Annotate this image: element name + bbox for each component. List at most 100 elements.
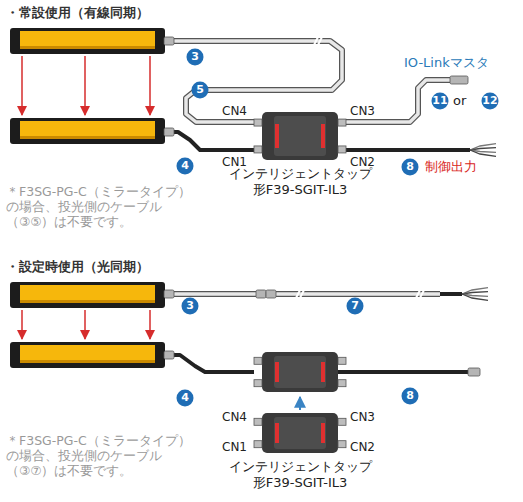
light-curtain	[10, 342, 165, 368]
light-curtain	[10, 282, 165, 308]
cable-core	[338, 80, 450, 122]
tap-panel	[274, 417, 326, 449]
beam-arrow	[21, 310, 23, 339]
connector-plug	[164, 37, 174, 45]
cable	[440, 292, 462, 296]
tap-drawing	[262, 413, 338, 453]
cable	[166, 132, 254, 150]
break-mark	[419, 288, 425, 300]
tap-socket	[254, 418, 262, 425]
cable	[168, 291, 258, 297]
cable-core	[268, 292, 440, 296]
tap-indicator	[321, 423, 325, 443]
beam-arrow	[149, 310, 151, 339]
curtain-stripe	[20, 46, 155, 49]
tap-body	[262, 352, 338, 392]
callout-number: 11	[431, 92, 449, 110]
tap-socket	[338, 380, 346, 387]
cable	[168, 41, 342, 122]
connector-name: CN4	[222, 410, 247, 424]
callout-number: 7	[346, 297, 364, 315]
wire	[462, 294, 488, 300]
curtain-body	[20, 285, 155, 302]
curtain-frame	[10, 28, 165, 54]
connector-plug	[256, 290, 266, 298]
callout-disc	[187, 49, 204, 66]
intelligent-tap	[254, 352, 346, 392]
callout-number: 4	[176, 157, 194, 175]
callout-number: 11	[431, 92, 449, 110]
tap-drawing	[262, 112, 338, 160]
tap-socket	[254, 441, 262, 448]
cable	[338, 148, 470, 152]
curtain-stripe	[20, 136, 155, 139]
callout-number: 5	[191, 81, 209, 99]
curtain-stripe	[20, 300, 155, 303]
callout-disc	[402, 388, 419, 405]
attach-arrow	[299, 397, 301, 410]
beam-arrow	[21, 56, 23, 115]
tap-socket	[254, 357, 262, 364]
callout-disc	[182, 298, 199, 315]
connector-name: CN3	[350, 104, 375, 118]
tap-socket	[254, 146, 262, 153]
tap-panel	[274, 356, 326, 388]
note: ＊F3SG-PG-C（ミラータイプ）の場合、投光側のケーブル（③⑦）は不要です。	[6, 433, 198, 478]
callout-number: 8	[401, 158, 419, 176]
tap-body	[262, 413, 338, 453]
tap-socket	[338, 441, 346, 448]
curtain-body	[20, 345, 155, 362]
tap-indicator	[275, 362, 279, 382]
callout-number: 4	[176, 389, 194, 407]
callout-disc	[432, 93, 449, 110]
tap-body	[262, 112, 338, 160]
connector-plug	[164, 290, 174, 298]
curtain-frame	[10, 282, 165, 308]
connector-plug	[450, 76, 468, 84]
tap-socket	[338, 146, 346, 153]
callout-number: 4	[176, 157, 194, 175]
tap-panel	[274, 116, 326, 156]
cable-core	[168, 292, 258, 296]
beam-arrow	[84, 56, 86, 115]
callout-number: 8	[401, 387, 419, 405]
signal-label: 制御出力	[425, 159, 477, 175]
cable-core	[168, 41, 342, 122]
callout-number: 4	[176, 389, 194, 407]
break-mark	[317, 35, 323, 47]
callout-number: 3	[181, 297, 199, 315]
section-heading: ・設定時使用（光同期）	[6, 259, 149, 275]
tap-socket	[338, 418, 346, 425]
connector-plug	[266, 290, 276, 298]
cable	[268, 291, 440, 297]
wire	[470, 150, 496, 156]
intelligent-tap: インテリジェントタップ 形F39-SGIT-IL3	[262, 413, 338, 453]
callout-number: 3	[181, 297, 199, 315]
callout-disc	[177, 390, 194, 407]
callout-number: 12	[481, 92, 499, 110]
tap-socket	[338, 357, 346, 364]
callout-disc	[347, 298, 364, 315]
intelligent-tap: インテリジェントタップ 形F39-SGIT-IL3	[262, 112, 338, 160]
tap-indicator	[275, 124, 279, 148]
callout-number: 8	[401, 158, 419, 176]
callout-disc	[402, 159, 419, 176]
device-caption: インテリジェントタップ 形F39-SGIT-IL3	[220, 459, 380, 492]
wire	[470, 148, 496, 150]
light-curtain	[10, 28, 165, 54]
callout-number: 12	[481, 92, 499, 110]
cable	[338, 370, 470, 374]
curtain-body	[20, 121, 155, 138]
light-curtain	[10, 118, 165, 144]
device-caption: インテリジェントタップ 形F39-SGIT-IL3	[220, 166, 380, 199]
cable	[338, 80, 450, 122]
callout-disc	[177, 158, 194, 175]
wire	[462, 292, 488, 294]
callout-disc	[482, 93, 499, 110]
curtain-frame	[10, 342, 165, 368]
connector-name: CN1	[222, 155, 247, 169]
curtain-body	[20, 31, 155, 48]
note: ＊F3SG-PG-C（ミラータイプ）の場合、投光側のケーブル（③⑤）は不要です。	[6, 184, 198, 229]
